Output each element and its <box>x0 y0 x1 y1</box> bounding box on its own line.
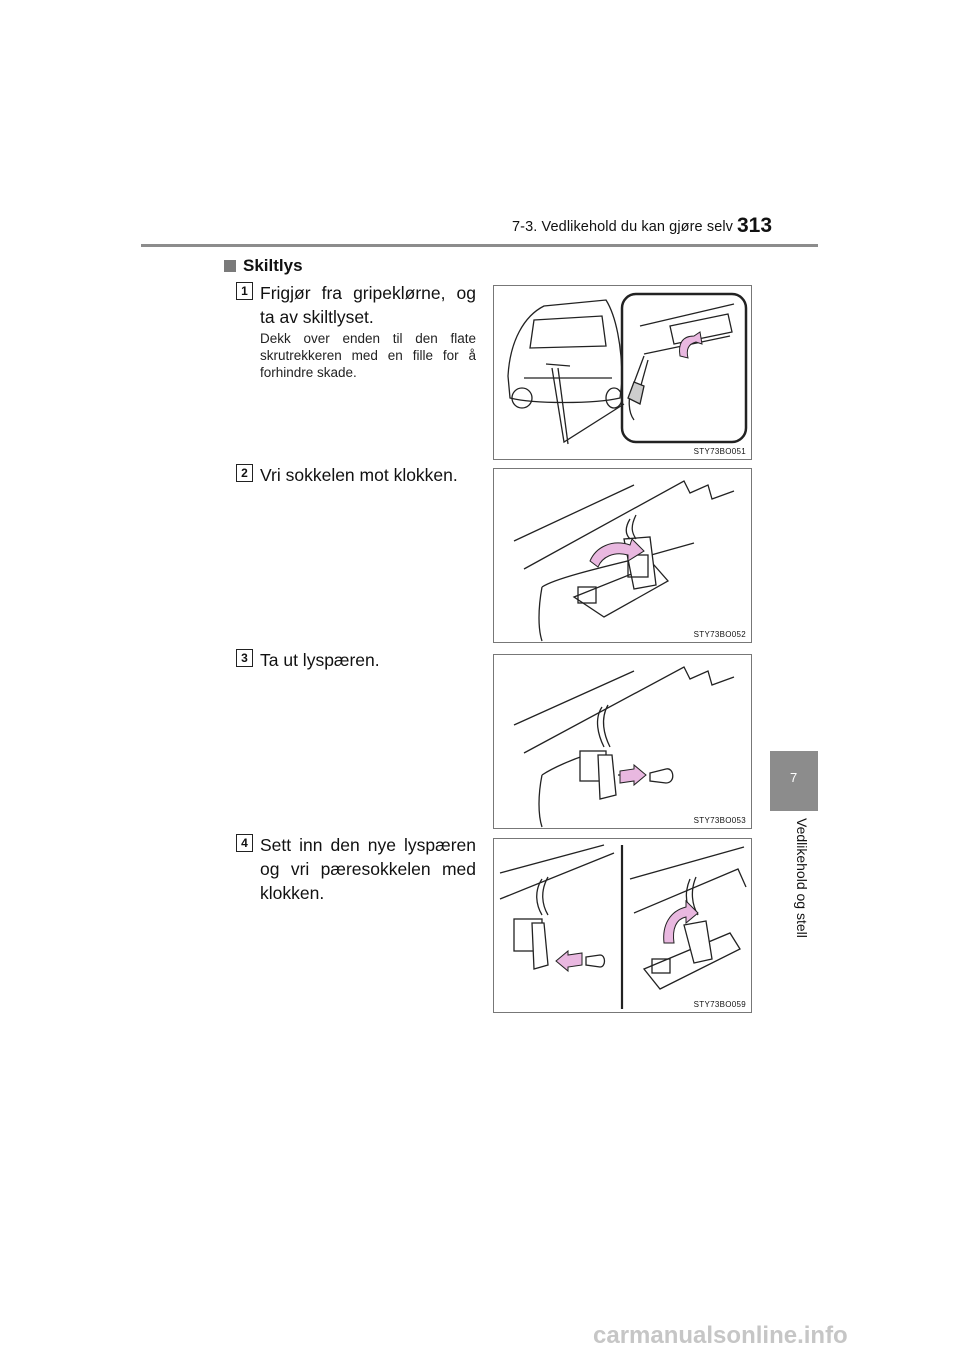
figure-4-insert-bulb: STY73BO059 <box>493 838 752 1013</box>
chapter-label: Vedlikehold og stell <box>794 818 810 938</box>
chapter-number: 7 <box>790 770 798 785</box>
step-number-3: 3 <box>236 649 253 667</box>
square-bullet-icon <box>224 260 236 272</box>
chapter-tab <box>770 751 818 811</box>
section-heading: Skiltlys <box>224 256 303 276</box>
step-number-1: 1 <box>236 282 253 300</box>
figure-2-twist-socket: STY73BO052 <box>493 468 752 643</box>
figure-2-drawing <box>513 480 735 642</box>
figure-1-remove-lamp: STY73BO051 <box>493 285 752 460</box>
step-text-2: Vri sokkelen mot klokken. <box>260 465 458 485</box>
page-number: 313 <box>737 214 773 237</box>
step-number-2: 2 <box>236 464 253 482</box>
figure-3-remove-bulb: STY73BO053 <box>493 654 752 829</box>
header-rule <box>141 244 818 247</box>
figure-code-4: STY73BO059 <box>693 1000 746 1009</box>
step-note-1: Dekk over enden til den flate skrutrekke… <box>260 331 476 380</box>
figure-code-3: STY73BO053 <box>693 816 746 825</box>
figure-3-drawing <box>513 666 735 828</box>
step-text-3: Ta ut lyspæren. <box>260 650 380 670</box>
figure-1-drawing <box>507 292 748 445</box>
heading-text: Skiltlys <box>243 256 303 275</box>
watermark-text: carmanualsonline.info <box>593 1322 848 1349</box>
step-text-1: Frigjør fra gripeklørne, og ta av skiltl… <box>260 283 476 327</box>
step-number-4: 4 <box>236 834 253 852</box>
step-text-4: Sett inn den nye lyspæren og vri pæresok… <box>260 835 476 903</box>
figure-code-1: STY73BO051 <box>693 447 746 456</box>
figure-code-2: STY73BO052 <box>693 630 746 639</box>
figure-4-drawing <box>499 844 747 1009</box>
section-title: 7-3. Vedlikehold du kan gjøre selv <box>512 219 734 235</box>
